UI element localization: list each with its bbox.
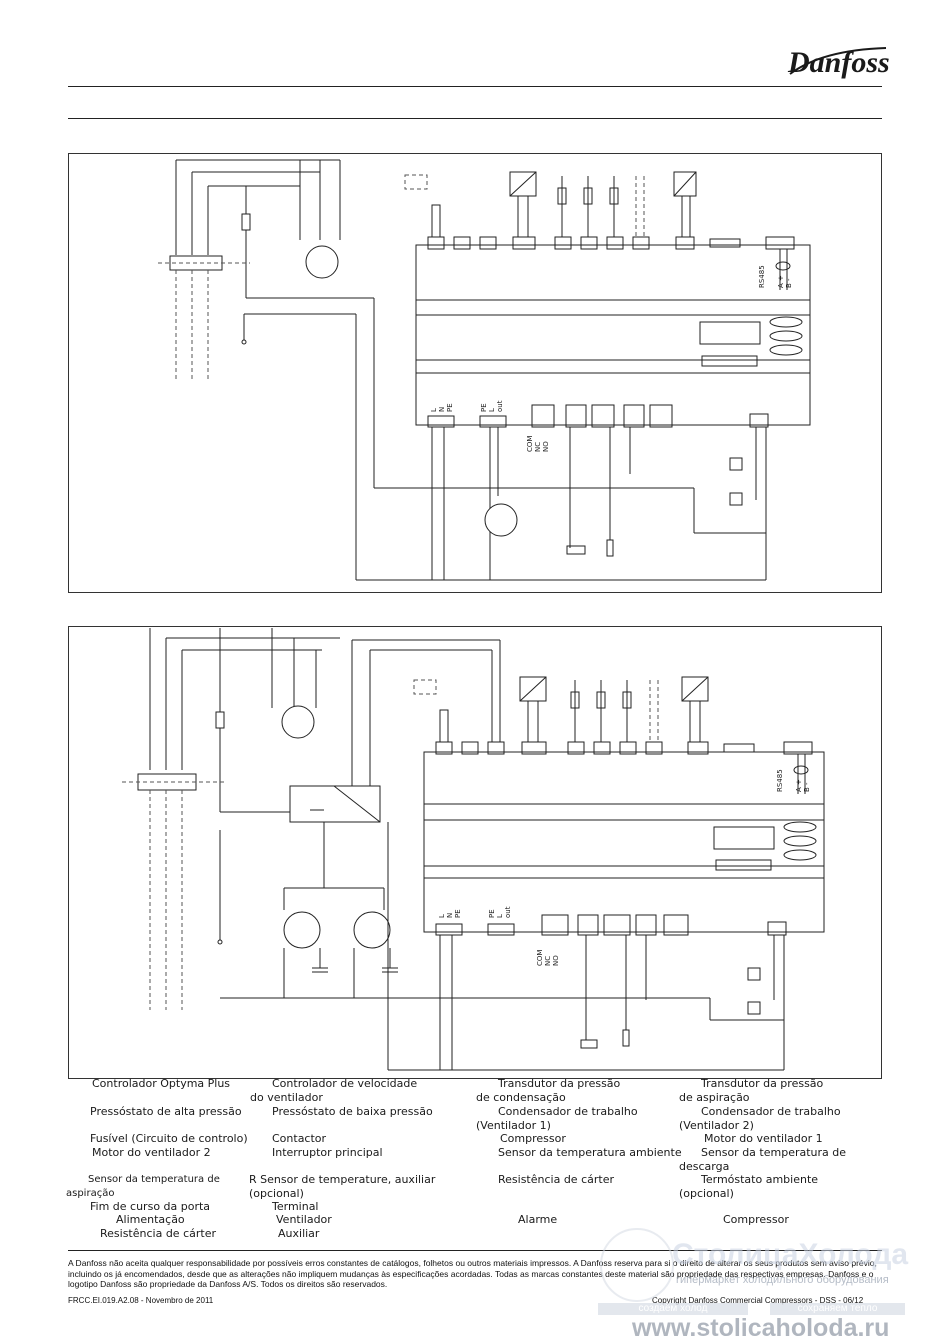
legend-item: Auxiliar bbox=[278, 1227, 320, 1240]
watermark-title: СтолицаХолода bbox=[672, 1238, 909, 1271]
legend-item: Transdutor da pressão de condensação bbox=[476, 1077, 621, 1104]
fan-motor-1-icon bbox=[283, 911, 321, 949]
watermark-url[interactable]: www.stolicaholoda.ru bbox=[632, 1314, 890, 1342]
svg-text:N: N bbox=[446, 913, 454, 918]
svg-text:PE: PE bbox=[454, 909, 462, 918]
svg-text:B -: B - bbox=[803, 782, 811, 792]
legend-item: Sensor da temperatura de aspiração bbox=[66, 1174, 220, 1199]
header-rule-top bbox=[68, 86, 882, 87]
legend-item: Controlador de velocidade do ventilador bbox=[250, 1077, 418, 1104]
svg-text:L: L bbox=[488, 408, 496, 412]
legend-item: Alarme bbox=[518, 1213, 558, 1226]
legend-item: Resistência de cárter bbox=[498, 1173, 614, 1186]
legend-item: Ventilador bbox=[276, 1213, 332, 1226]
legend-item: Condensador de trabalho (Ventilador 2) bbox=[679, 1105, 841, 1132]
legend-item: Fim de curso da porta bbox=[90, 1200, 211, 1213]
svg-text:L: L bbox=[496, 914, 504, 918]
legend-item: Condensador de trabalho (Ventilador 1) bbox=[476, 1105, 638, 1132]
svg-text:NC: NC bbox=[544, 956, 552, 966]
svg-text:COM: COM bbox=[526, 436, 534, 452]
bottom-wiring-1 bbox=[356, 427, 767, 581]
svg-text:NC: NC bbox=[534, 442, 542, 452]
fan-motor-2-icon bbox=[353, 911, 391, 949]
svg-text:PE: PE bbox=[488, 909, 496, 918]
footer-rule bbox=[68, 1250, 882, 1251]
condenser-fan-motor-icon-1 bbox=[484, 503, 518, 537]
legend-item: Compressor bbox=[723, 1213, 789, 1226]
svg-text:out: out bbox=[504, 906, 512, 918]
supply-section-1 bbox=[158, 159, 375, 580]
compressor-motor-icon-2 bbox=[281, 705, 315, 739]
document-reference: FRCC.EI.019.A2.08 - Novembro de 2011 bbox=[68, 1296, 214, 1305]
svg-text:L: L bbox=[430, 408, 438, 412]
watermark-globe-icon bbox=[600, 1228, 674, 1302]
legend-item: Sensor da temperatura de descarga bbox=[679, 1146, 847, 1173]
danfoss-logo: Danfoss bbox=[787, 46, 890, 79]
svg-text:L: L bbox=[438, 914, 446, 918]
watermark-subtitle: гипермаркет холодильного оборудования bbox=[676, 1274, 889, 1286]
legend-item: Transdutor da pressão de aspiração bbox=[679, 1077, 824, 1104]
svg-text:RS485: RS485 bbox=[776, 769, 784, 792]
copyright-text: Copyright Danfoss Commercial Compressors… bbox=[652, 1296, 864, 1305]
sensors-top-2 bbox=[413, 676, 709, 743]
controller-body-1 bbox=[415, 244, 811, 426]
svg-text:RS485: RS485 bbox=[758, 265, 766, 288]
legend-item: R Sensor de temperature, auxiliar (opcio… bbox=[249, 1173, 436, 1200]
condensing-pressure-transducer-icon bbox=[509, 171, 537, 197]
svg-text:out: out bbox=[496, 400, 504, 412]
suction-pressure-transducer-icon bbox=[673, 171, 697, 197]
legend-item: Termóstato ambiente (opcional) bbox=[679, 1173, 819, 1200]
wiring-diagram-2 bbox=[68, 626, 882, 1079]
svg-text:A +: A + bbox=[777, 275, 785, 288]
svg-text:A +: A + bbox=[795, 779, 803, 792]
svg-text:NO: NO bbox=[542, 441, 550, 452]
watermark-tag-left: создаём холод bbox=[598, 1303, 748, 1315]
header-rule-bottom bbox=[68, 118, 882, 119]
svg-text:B -: B - bbox=[785, 278, 793, 288]
display-icon-2 bbox=[713, 821, 817, 871]
legend-item: Pressóstato de baixa pressão bbox=[272, 1105, 433, 1118]
svg-text:COM: COM bbox=[536, 950, 544, 966]
compressor-motor-icon-1 bbox=[305, 245, 339, 279]
sensors-top-1 bbox=[404, 171, 697, 238]
svg-text:N: N bbox=[438, 407, 446, 412]
legend-item: Terminal bbox=[272, 1200, 319, 1213]
bottom-wiring-2 bbox=[387, 822, 785, 1071]
controller-body-2 bbox=[423, 751, 825, 933]
watermark-tag-right: сохраняем тепло bbox=[770, 1303, 905, 1315]
svg-text:NO: NO bbox=[552, 955, 560, 966]
legend-item: Fusível (Circuito de controlo) bbox=[90, 1132, 248, 1145]
wiring-diagram-1 bbox=[68, 153, 882, 593]
fan-speed-controller-icon bbox=[289, 785, 381, 823]
legend: Controlador Optyma Plus Controlador de v… bbox=[66, 1077, 886, 1242]
legend-item: Contactor bbox=[272, 1132, 327, 1145]
svg-text:PE: PE bbox=[480, 403, 488, 412]
display-icon-1 bbox=[699, 316, 803, 367]
legend-item: Motor do ventilador 1 bbox=[704, 1132, 823, 1145]
supply-section-2 bbox=[122, 628, 501, 1010]
legend-item: Controlador Optyma Plus bbox=[92, 1077, 231, 1090]
legend-item: Resistência de cárter bbox=[100, 1227, 216, 1240]
svg-text:PE: PE bbox=[446, 403, 454, 412]
legend-item: Compressor bbox=[500, 1132, 566, 1145]
legend-item: Interruptor principal bbox=[272, 1146, 383, 1159]
svg-text:Danfoss: Danfoss bbox=[787, 46, 890, 79]
legend-item: Alimentação bbox=[116, 1213, 185, 1226]
legend-item: Sensor da temperatura ambiente bbox=[498, 1146, 682, 1159]
legend-item: Motor do ventilador 2 bbox=[92, 1146, 211, 1159]
legend-item: Pressóstato de alta pressão bbox=[90, 1105, 242, 1118]
bottom-terminals-1 bbox=[427, 404, 769, 428]
disclaimer-text: A Danfoss não aceita qualquer responsabi… bbox=[68, 1258, 877, 1289]
